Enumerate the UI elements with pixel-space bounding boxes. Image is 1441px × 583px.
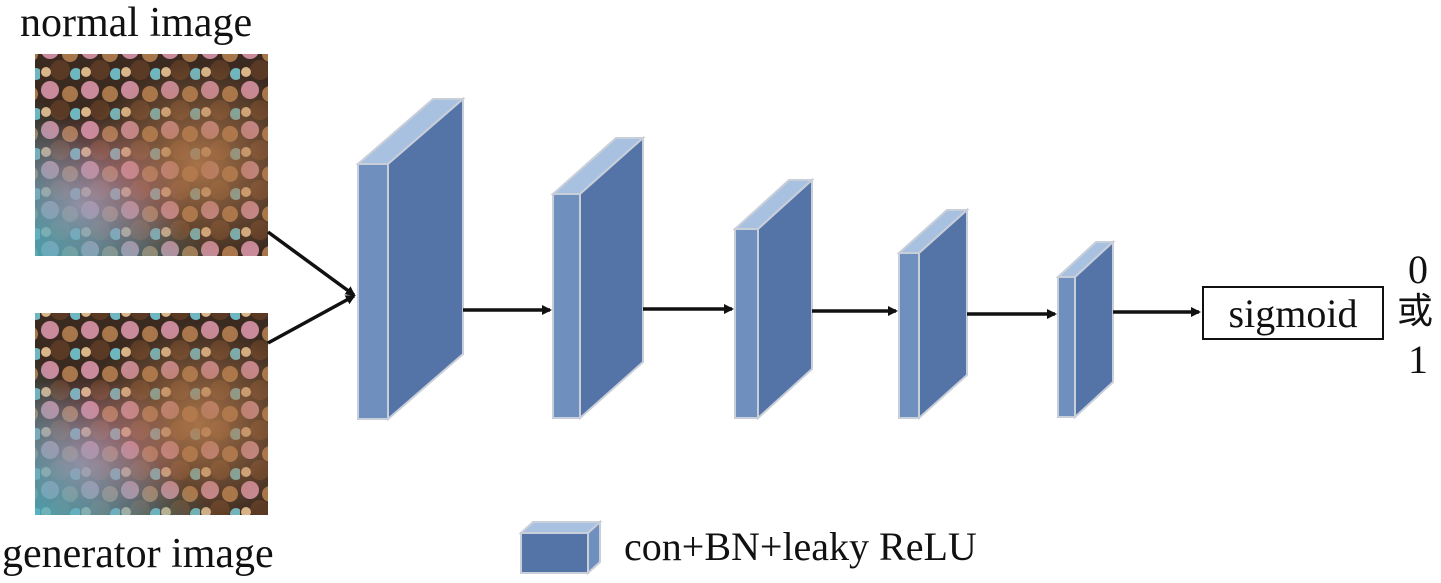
- legend-label: con+BN+leaky ReLU: [624, 527, 977, 567]
- output-value-one: 1: [1408, 340, 1428, 380]
- legend-block-icon: [521, 522, 600, 573]
- normal-input-arrow: [268, 232, 354, 295]
- generator-image: [35, 313, 268, 515]
- layer-block-2: [553, 138, 643, 418]
- normal-image: [35, 54, 268, 256]
- output-or-label: 或: [1397, 294, 1433, 330]
- output-value-zero: 0: [1408, 250, 1428, 290]
- layer-block-5: [1058, 242, 1113, 417]
- sigmoid-box: sigmoid: [1202, 286, 1384, 340]
- generator-input-arrow: [268, 296, 354, 343]
- layer-block-3: [735, 180, 812, 418]
- layer-block-1: [358, 99, 463, 419]
- layer-block-4: [899, 210, 967, 418]
